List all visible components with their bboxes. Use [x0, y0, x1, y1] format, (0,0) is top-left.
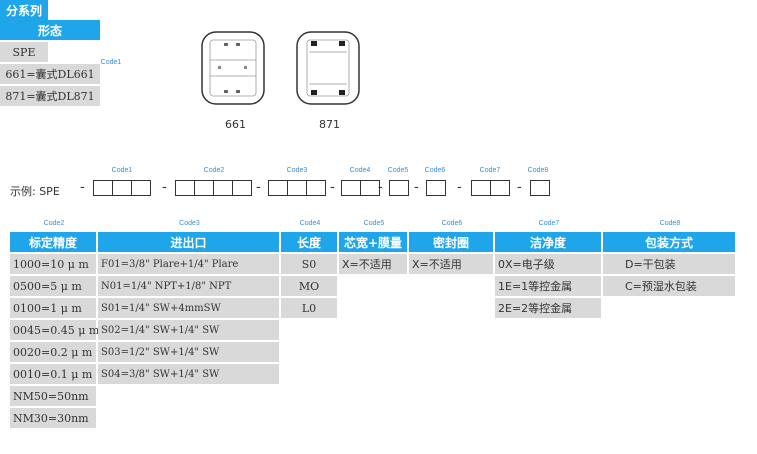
- package-661-label: 661: [225, 118, 246, 131]
- code5-label: Code5: [363, 220, 385, 227]
- ex-code1-label: Code1: [111, 167, 133, 174]
- ports-cell: S04=3/8" SW+1/4" SW: [98, 362, 281, 384]
- ex-code5-label: Code5: [387, 167, 409, 174]
- code8-label: Code8: [659, 220, 681, 227]
- ports-cell: S01=1/4" SW+4mmSW: [98, 296, 281, 318]
- code2-box: [232, 180, 252, 196]
- code1-box: [131, 180, 151, 196]
- ports-cell: S02=1/4" SW+1/4" SW: [98, 318, 281, 340]
- code6-box: [426, 180, 446, 196]
- length-cell: S0: [281, 252, 339, 274]
- precision-cell: 1000=10 μ m: [10, 252, 98, 274]
- code2-label: Code2: [43, 220, 65, 227]
- code1-label: Code1: [100, 59, 122, 66]
- ex-code6-label: Code6: [424, 167, 446, 174]
- ports-header: 进出口: [98, 232, 281, 252]
- ports-cell: F01=3/8" Plare+1/4" Plare: [98, 252, 281, 274]
- code5-box: [389, 180, 409, 196]
- form-cell-661: 661=囊式DL661: [0, 62, 102, 84]
- precision-cell: 0020=0.2 μ m: [10, 340, 98, 362]
- code4-box: [360, 180, 380, 196]
- dash: -: [330, 180, 335, 195]
- ex-code2-label: Code2: [203, 167, 225, 174]
- code7-box: [471, 180, 491, 196]
- code6-label: Code6: [441, 220, 463, 227]
- ports-cell: N01=1/4" NPT+1/8" NPT: [98, 274, 281, 296]
- ex-code3-label: Code3: [286, 167, 308, 174]
- dash: -: [162, 180, 167, 195]
- package-871-label: 871: [319, 118, 340, 131]
- code4-box: [341, 180, 361, 196]
- dash: -: [414, 180, 419, 195]
- clean-cell: 1E=1等控金属: [495, 274, 603, 296]
- length-header: 长度: [281, 232, 339, 252]
- core-cell: X=不适用: [339, 252, 409, 274]
- code2-box: [213, 180, 233, 196]
- code4-label: Code4: [299, 220, 321, 227]
- pack-header: 包装方式: [603, 232, 737, 252]
- code2-box: [175, 180, 195, 196]
- precision-cell: NM50=50nm: [10, 384, 98, 406]
- code3-box: [268, 180, 288, 196]
- pack-cell: D=干包装: [603, 252, 737, 274]
- package-661-drawing: [201, 31, 265, 105]
- dash: -: [256, 180, 261, 195]
- series-cell: SPE: [0, 40, 50, 62]
- ex-code7-label: Code7: [479, 167, 501, 174]
- code2-box: [194, 180, 214, 196]
- precision-cell: 0100=1 μ m: [10, 296, 98, 318]
- ex-code8-label: Code8: [527, 167, 549, 174]
- code1-box: [93, 180, 113, 196]
- code7-label: Code7: [538, 220, 560, 227]
- dash: -: [378, 180, 383, 195]
- dash: -: [517, 180, 522, 195]
- clean-cell: 0X=电子级: [495, 252, 603, 274]
- pack-cell: C=预湿水包装: [603, 274, 737, 296]
- form-header: 形态: [0, 20, 102, 40]
- seal-cell: X=不适用: [409, 252, 495, 274]
- precision-cell: 0045=0.45 μ m: [10, 318, 99, 340]
- seal-header: 密封圈: [409, 232, 495, 252]
- code1-box: [112, 180, 132, 196]
- code3-box: [306, 180, 326, 196]
- dash: -: [80, 180, 85, 195]
- core-header: 芯宽+膜量: [339, 232, 409, 252]
- length-cell: L0: [281, 296, 339, 318]
- clean-header: 洁净度: [495, 232, 603, 252]
- precision-cell: 0010=0.1 μ m: [10, 362, 98, 384]
- code3-box: [287, 180, 307, 196]
- form-cell-871: 871=囊式DL871: [0, 84, 102, 106]
- dash: -: [457, 180, 462, 195]
- package-871-drawing: [296, 31, 360, 105]
- precision-cell: NM30=30nm: [10, 406, 98, 428]
- precision-header: 标定精度: [10, 232, 98, 252]
- clean-cell: 2E=2等控金属: [495, 296, 603, 318]
- example-prefix: 示例: SPE: [10, 185, 60, 198]
- ports-cell: S03=1/2" SW+1/4" SW: [98, 340, 281, 362]
- ex-code4-label: Code4: [349, 167, 371, 174]
- code3-label: Code3: [179, 220, 200, 227]
- code8-box: [530, 180, 550, 196]
- code7-box: [490, 180, 510, 196]
- series-header: 分系列: [0, 0, 50, 20]
- precision-cell: 0500=5 μ m: [10, 274, 98, 296]
- length-cell: MO: [281, 274, 339, 296]
